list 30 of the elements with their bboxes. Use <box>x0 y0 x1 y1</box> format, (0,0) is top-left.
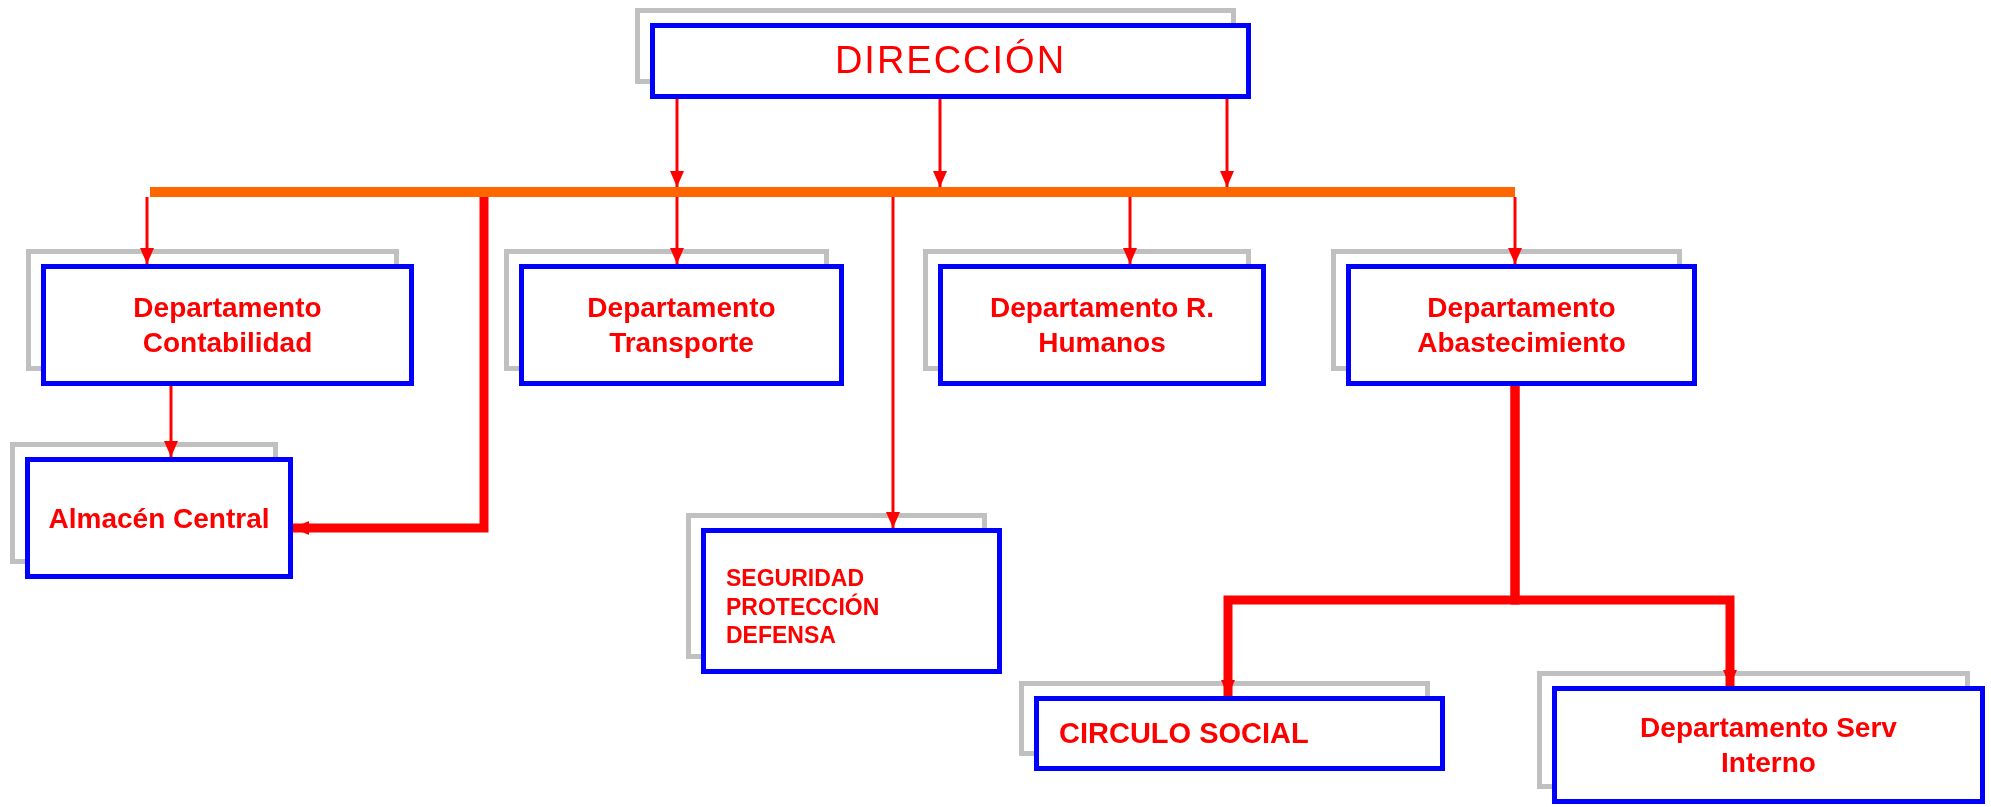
arrow <box>1123 197 1137 264</box>
box-label: Departamento R. Humanos <box>988 291 1215 360</box>
arrow <box>886 197 900 528</box>
arrow <box>140 197 154 264</box>
org-box <box>1552 686 1985 804</box>
arrow <box>1508 197 1522 264</box>
box-label: Departamento Transporte <box>586 291 777 360</box>
org-box <box>938 264 1266 386</box>
arrow <box>933 99 947 187</box>
org-box <box>650 23 1251 99</box>
org-box <box>41 264 414 386</box>
org-box <box>1034 696 1445 771</box>
arrow <box>670 99 684 187</box>
arrow <box>670 197 684 264</box>
box-label: Departamento Abastecimiento <box>1416 291 1627 360</box>
box-label: Almacén Central <box>48 501 270 536</box>
box-label: CIRCULO SOCIAL <box>1059 716 1309 752</box>
org-box <box>701 528 1002 674</box>
box-label: Departamento Contabilidad <box>132 291 323 360</box>
arrow <box>1510 386 1737 686</box>
arrow <box>293 197 489 535</box>
org-box <box>1346 264 1697 386</box>
box-label: Departamento Serv Interno <box>1639 711 1898 780</box>
arrow <box>1220 99 1234 187</box>
box-label: DIRECCIÓN <box>834 38 1067 84</box>
bus-bar <box>150 187 1515 197</box>
box-label: SEGURIDAD PROTECCIÓN DEFENSA <box>726 563 880 651</box>
org-box <box>25 457 293 579</box>
org-box <box>519 264 844 386</box>
arrow <box>164 386 178 457</box>
